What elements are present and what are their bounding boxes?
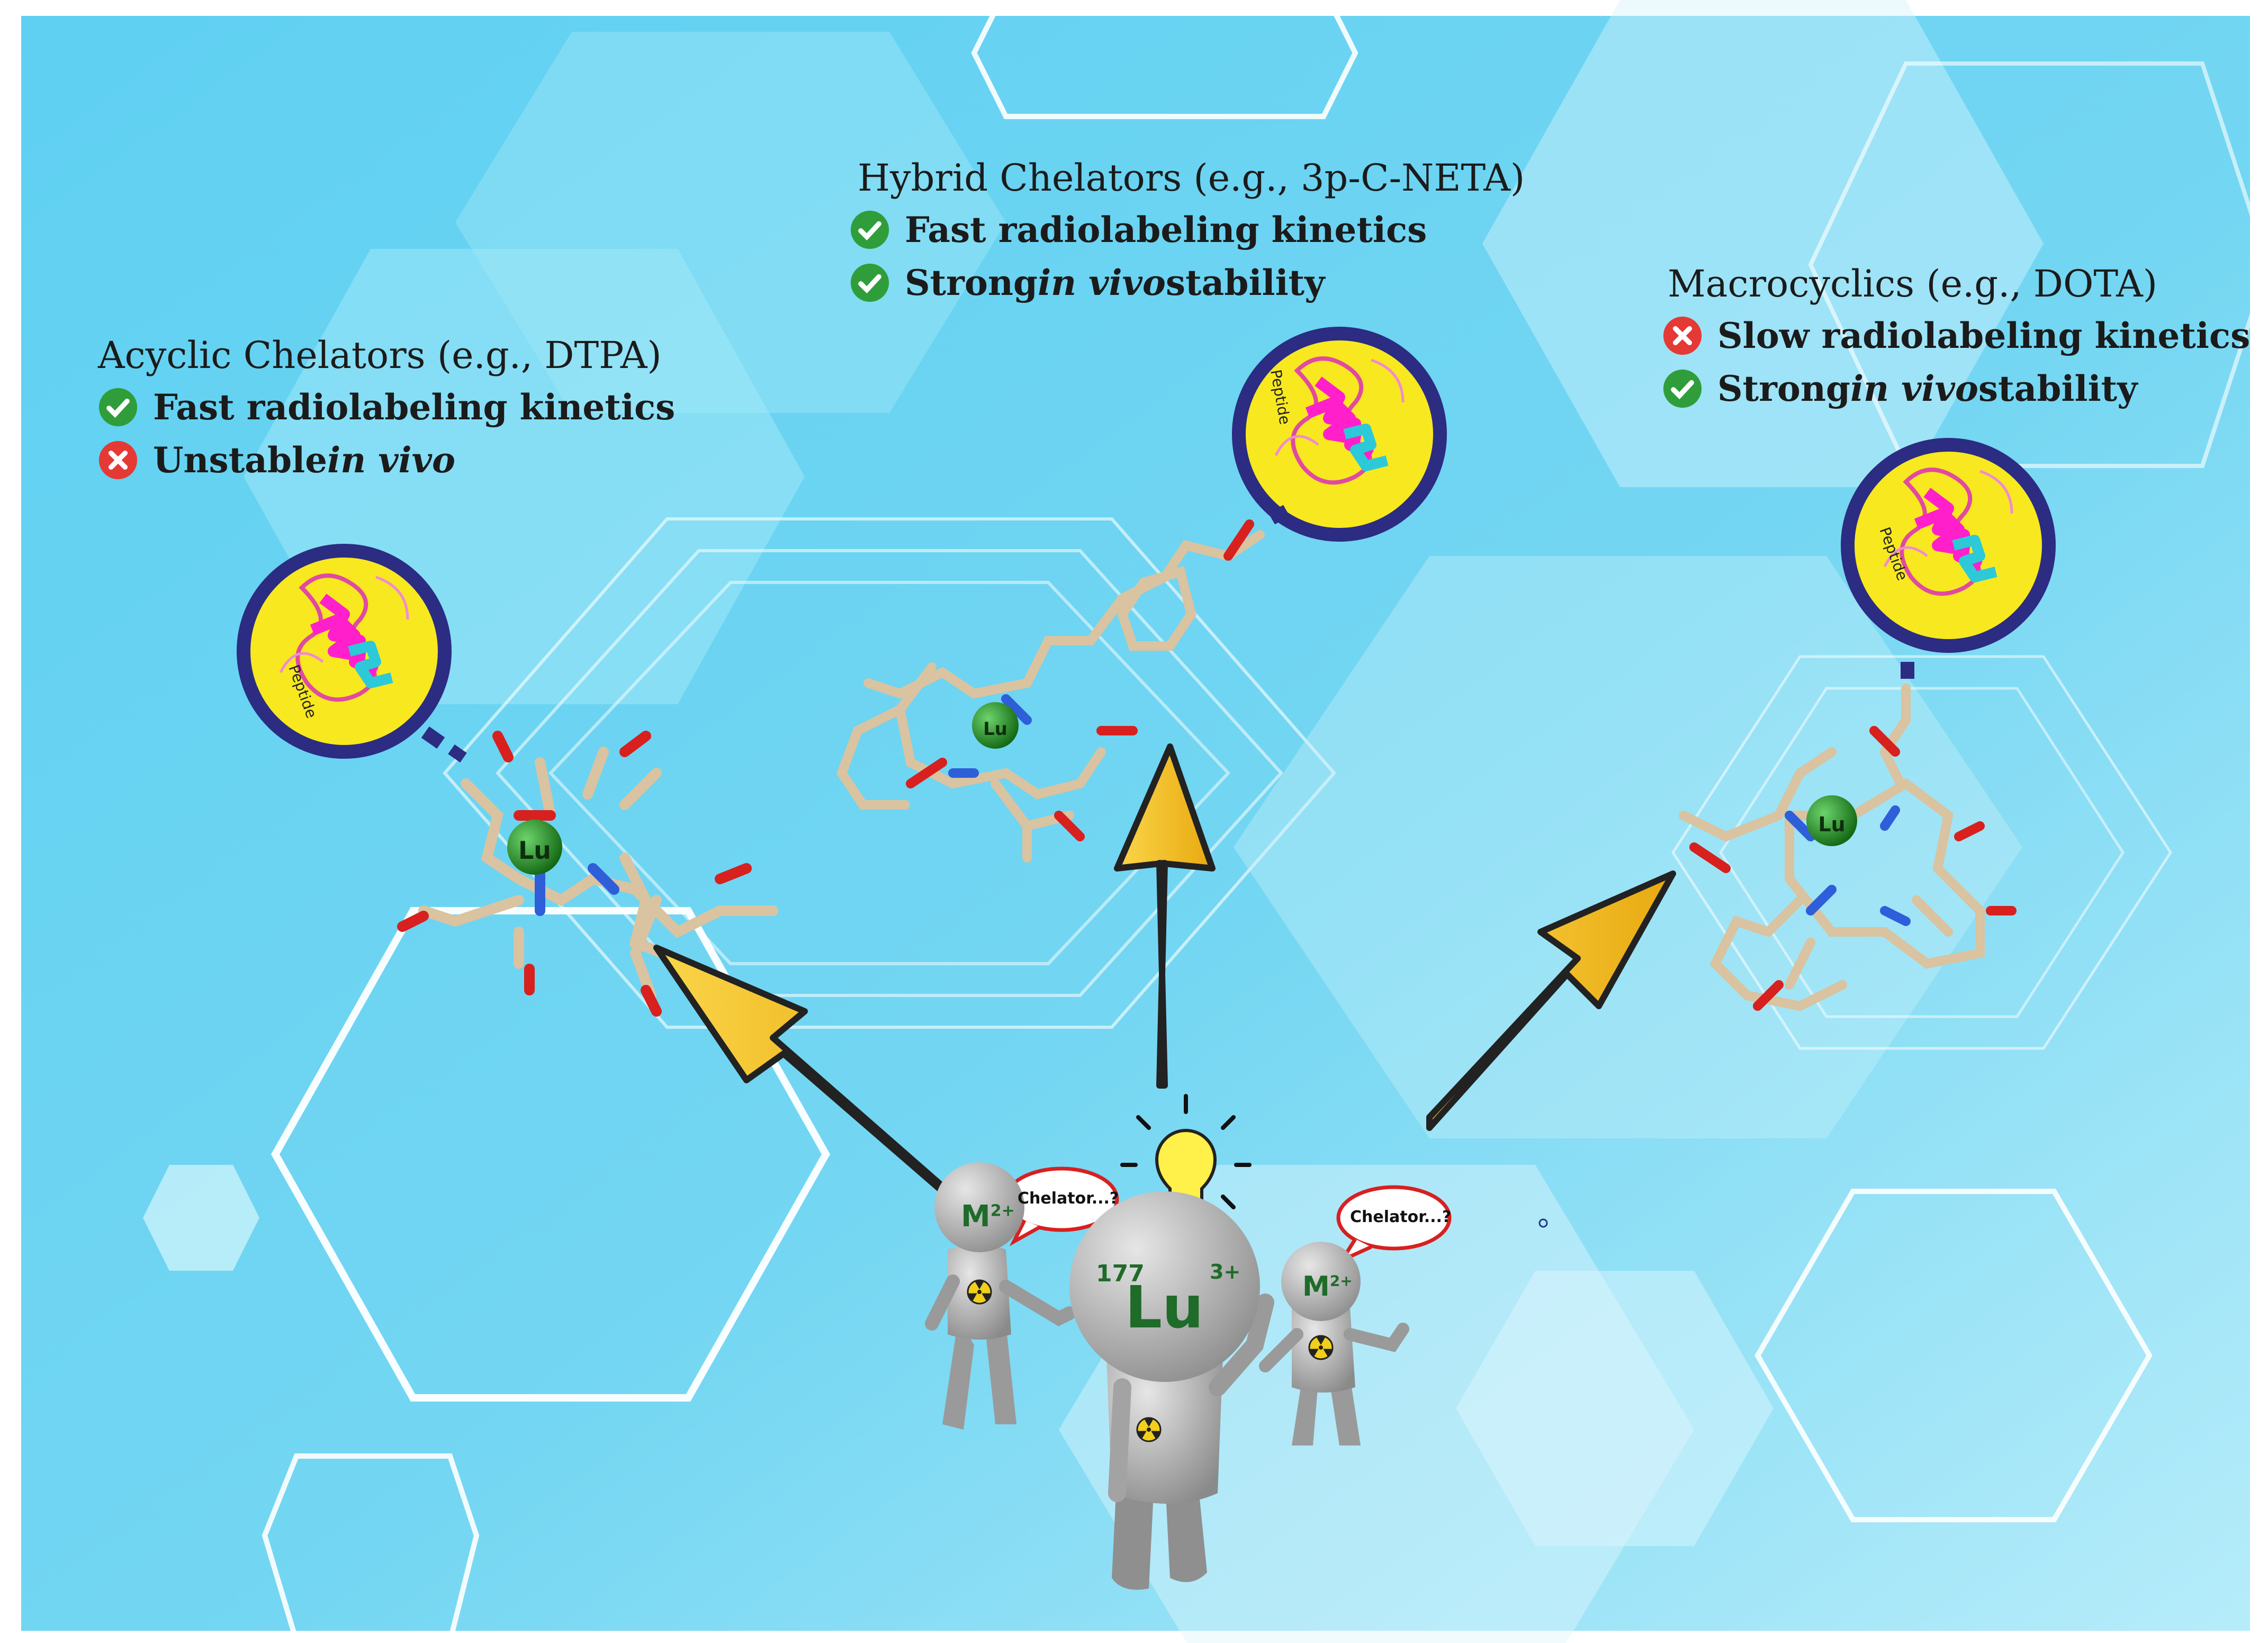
macrocyclic-title: Macrocyclics (e.g., DOTA) (1668, 262, 2158, 306)
hybrid-item-2: Strong in vivo stability (850, 262, 1325, 303)
macrocyclic-item-2: Strong in vivo stability (1662, 368, 2138, 409)
lu-mass-label: 177 (1096, 1260, 1145, 1287)
arrow-right (1426, 870, 1676, 1131)
cross-icon (1663, 316, 1702, 355)
svg-text:Lu: Lu (1818, 813, 1845, 836)
arrow-left (653, 945, 946, 1195)
arrow-middle (1114, 743, 1216, 1089)
hybrid-complex: Lu (836, 334, 1440, 863)
svg-text:Lu: Lu (983, 719, 1007, 740)
metal-character-left (925, 1162, 1076, 1430)
speech-text-right: Chelator...? (1350, 1208, 1452, 1226)
metal-label-right: M2+ (1302, 1271, 1353, 1303)
speech-bubble-left (1004, 1166, 1119, 1246)
hybrid-item-1: Fast radiolabeling kinetics (850, 209, 1427, 250)
hybrid-title: Hybrid Chelators (e.g., 3p-C-NETA) (858, 156, 1525, 200)
metal-character-right (1259, 1242, 1409, 1446)
check-icon (850, 210, 889, 249)
acyclic-complex: Lu (244, 551, 778, 1017)
lu-main-label: Lu (1125, 1273, 1204, 1341)
macrocyclic-item-1: Slow radiolabeling kinetics (1662, 315, 2250, 356)
metal-label-left: M2+ (961, 1199, 1015, 1234)
lu-charge-label: 3+ (1210, 1260, 1241, 1283)
check-icon (1663, 369, 1702, 408)
check-icon (850, 263, 889, 302)
acyclic-title: Acyclic Chelators (e.g., DTPA) (98, 334, 662, 377)
check-icon (98, 388, 138, 427)
macrocyclic-complex: Lu (1679, 445, 2049, 1011)
lutetium-character (1069, 1191, 1274, 1590)
acyclic-item-1: Fast radiolabeling kinetics (98, 387, 675, 428)
cross-icon (98, 441, 138, 480)
speech-text-left: Chelator...? (1018, 1189, 1119, 1208)
acyclic-item-2: Unstable in vivo (98, 439, 455, 481)
lutetium-atom-label: Lu (518, 836, 551, 865)
